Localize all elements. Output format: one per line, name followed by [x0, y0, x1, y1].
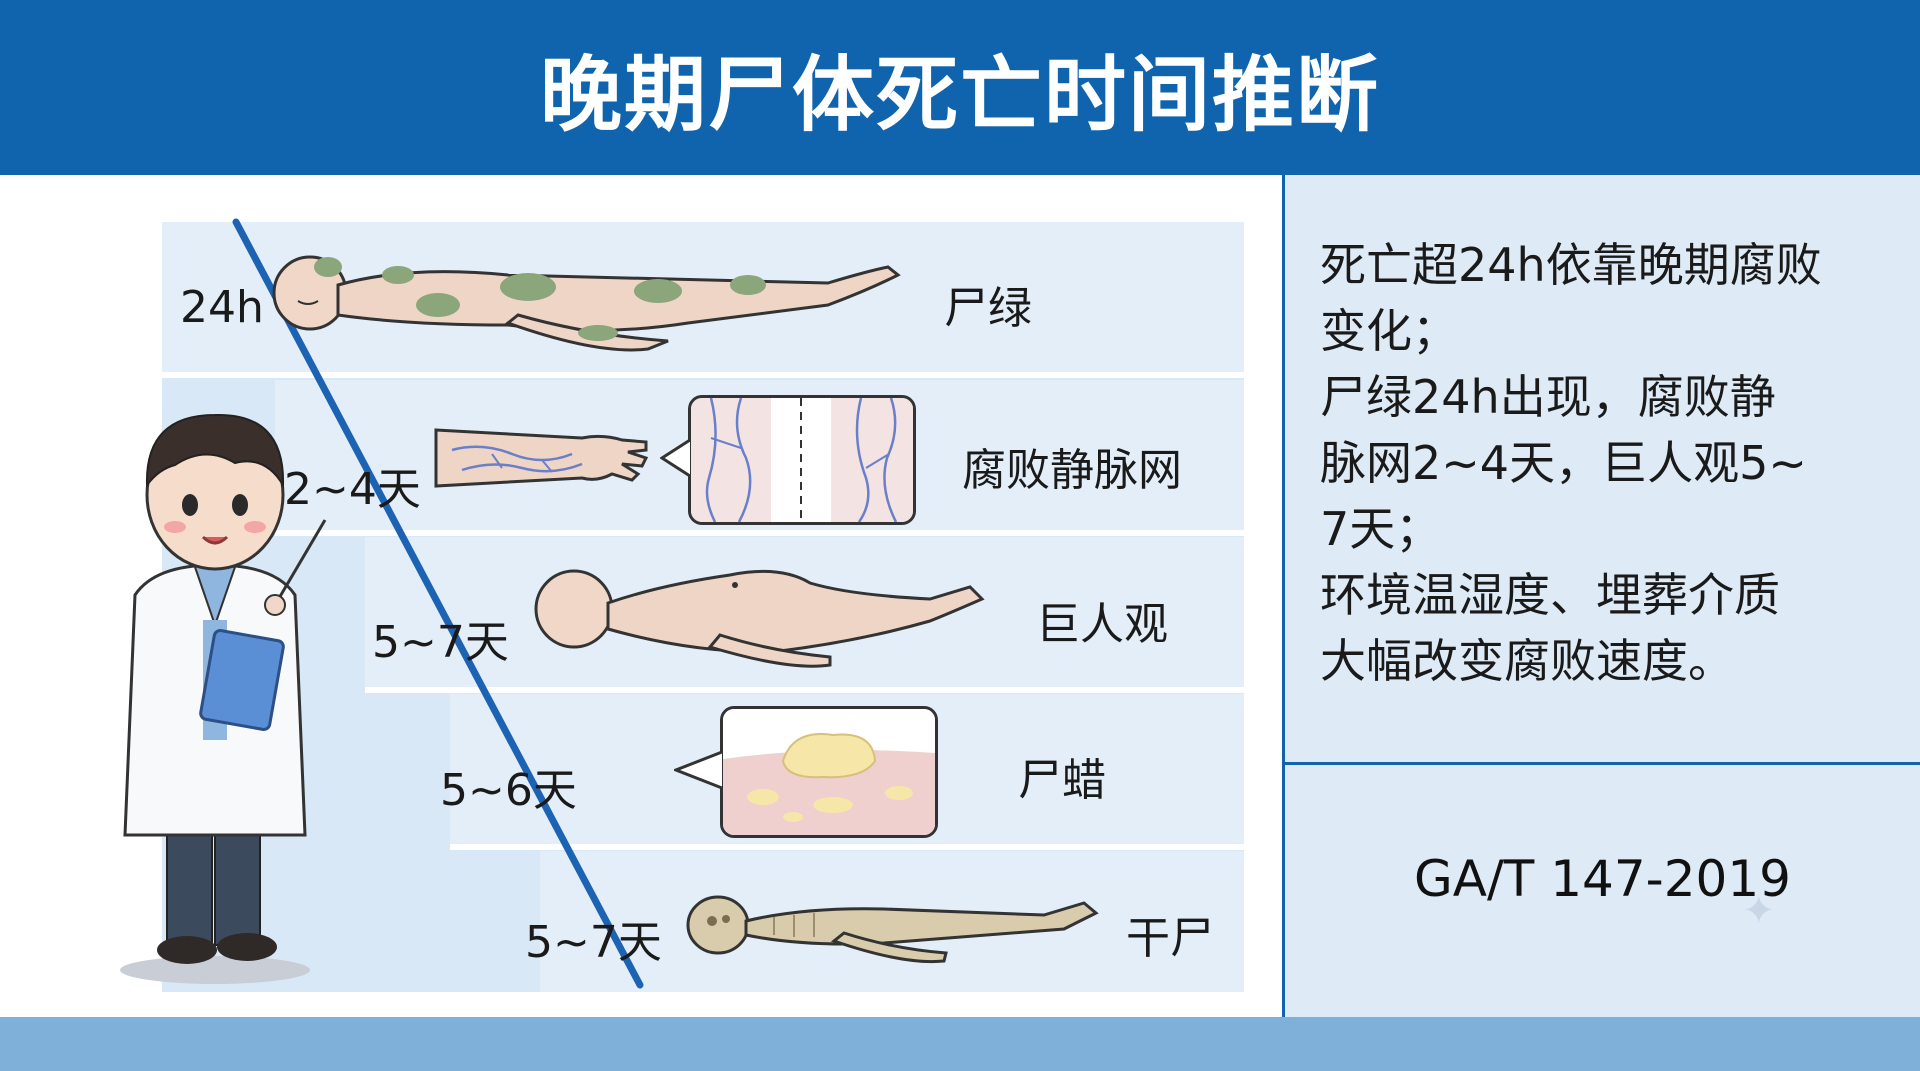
doctor-character	[120, 413, 327, 984]
summary-line: 死亡超24h依靠晚期腐败	[1320, 238, 1822, 292]
stage-label-5: 干尸	[1126, 913, 1214, 964]
footer-band	[0, 1017, 1920, 1071]
summary-line: 变化；	[1320, 304, 1458, 358]
adipocere-callout-pointer	[674, 750, 723, 790]
stage-label-1: 尸绿	[944, 283, 1032, 334]
stage-time-4: 5~6天	[440, 765, 577, 816]
arm-veins-figure	[434, 428, 649, 488]
summary-line: 大幅改变腐败速度。	[1320, 634, 1734, 688]
greenish-body-figure	[272, 255, 901, 352]
stage-time-1: 24h	[180, 282, 264, 333]
summary-text: 死亡超24h依靠晚期腐败 变化； 尸绿24h出现，腐败静 脉网2~4天，巨人观5…	[1320, 232, 1880, 694]
summary-panel	[1285, 175, 1920, 1017]
summary-line: 7天；	[1320, 502, 1442, 556]
stage-label-3: 巨人观	[1036, 599, 1168, 650]
vein-network-callout	[688, 395, 916, 525]
page-title: 晚期尸体死亡时间推断	[539, 48, 1380, 143]
stage-time-2: 2~4天	[284, 464, 421, 515]
summary-line: 脉网2~4天，巨人观5~	[1320, 436, 1807, 490]
stage-time-5: 5~7天	[525, 917, 662, 968]
summary-divider	[1285, 762, 1920, 765]
sparkle-icon: ✦	[1742, 888, 1776, 934]
stage-label-2: 腐败静脉网	[962, 445, 1182, 496]
header-bar: 晚期尸体死亡时间推断	[0, 0, 1920, 175]
vertical-divider	[1282, 175, 1285, 1017]
adipocere-callout	[720, 706, 938, 838]
mummified-body-figure	[686, 895, 1099, 964]
stage-time-3: 5~7天	[372, 617, 509, 668]
summary-line: 环境温湿度、埋葬介质	[1320, 568, 1780, 622]
summary-line: 尸绿24h出现，腐败静	[1320, 370, 1776, 424]
stage-label-4: 尸蜡	[1018, 755, 1106, 806]
bloated-body-figure	[534, 569, 985, 668]
standard-reference: GA/T 147-2019	[1414, 850, 1791, 908]
callout-pointer	[660, 438, 691, 478]
